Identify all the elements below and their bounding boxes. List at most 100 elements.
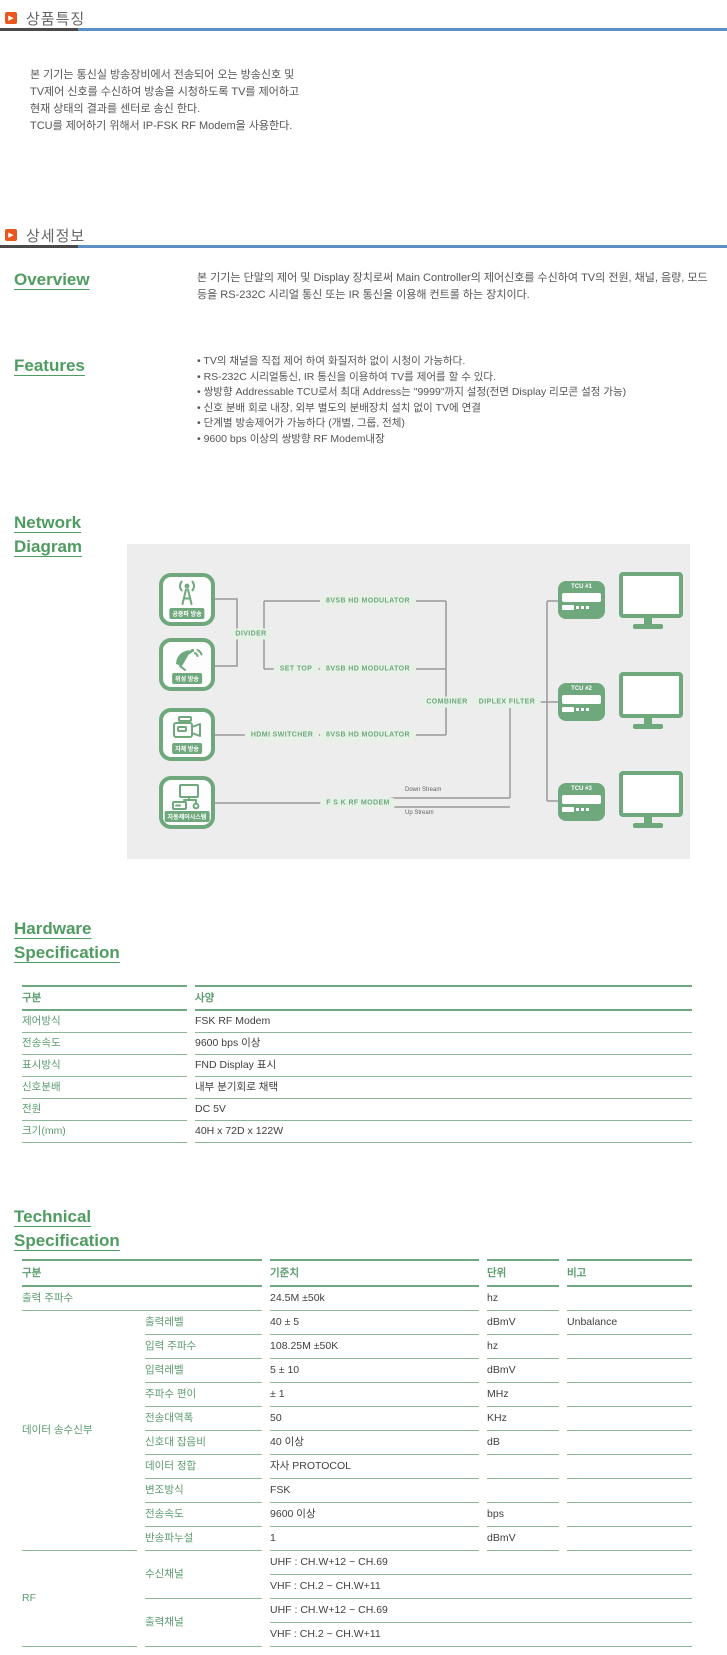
feature-item: 단계별 방송제어가 가능하다 (개별, 그룹, 전체)	[197, 416, 727, 432]
table-header-row: 구분 사양	[22, 985, 692, 1011]
technical-heading-line1: Technical	[14, 1207, 92, 1226]
row-unit: MHz	[487, 1383, 560, 1407]
network-diagram-section: Network Diagram	[0, 511, 727, 859]
table-row: 전원 DC 5V	[22, 1099, 692, 1121]
paragraph-line: 현재 상태의 결과를 센터로 송신 한다.	[30, 103, 201, 115]
table-row: VHF : CH.2 ~ CH.W+11	[22, 1623, 692, 1647]
row-value: FSK	[270, 1479, 480, 1503]
row-value: DC 5V	[195, 1099, 692, 1121]
row-unit	[487, 1479, 560, 1503]
row-value: FND Display 표시	[195, 1055, 692, 1077]
row-label: 출력 주파수	[22, 1287, 263, 1311]
source-label: 공중파 방송	[169, 608, 205, 619]
monitor-stand	[644, 817, 652, 823]
row-label: 전송속도	[145, 1503, 263, 1527]
divider-label: DIVIDER	[229, 628, 273, 640]
hdmi-switcher-label: HDMI SWITCHER	[244, 729, 320, 741]
row-value: 40 이상	[270, 1431, 480, 1455]
overview-heading: Overview	[0, 268, 197, 304]
table-row: 주파수 편이 ± 1 MHz	[22, 1383, 692, 1407]
monitor-stand	[644, 718, 652, 724]
up-stream-label: Up Stream	[405, 810, 434, 816]
combiner-label: COMBINER	[420, 696, 474, 708]
features-heading-text: Features	[14, 356, 85, 375]
source-label: 자동제어시스템	[164, 811, 210, 822]
row-label: 표시방식	[22, 1055, 187, 1077]
column-header: 비고	[567, 1259, 692, 1287]
features-section: Features TV의 채널을 직접 제어 하여 화질저하 없이 시청이 가능…	[0, 354, 727, 447]
tcu-device-2: TCU #2	[558, 683, 605, 721]
row-unit: dBmV	[487, 1311, 560, 1335]
row-remark	[567, 1287, 692, 1311]
technical-heading-line2: Specification	[14, 1231, 120, 1250]
feature-item: 신호 분배 회로 내장, 외부 별도의 분배장치 설치 없이 TV에 연결	[197, 401, 727, 417]
row-unit	[487, 1455, 560, 1479]
monitor-base	[633, 823, 663, 828]
table-row: 입력레벨 5 ± 10 dBmV	[22, 1359, 692, 1383]
row-value: 108.25M ±50K	[270, 1335, 480, 1359]
tv-monitor-3	[619, 771, 683, 828]
row-value: 40 ± 5	[270, 1311, 480, 1335]
set-top-label: SET TOP	[273, 663, 319, 675]
fsk-rf-modem-label: F S K RF MODEM	[320, 797, 396, 809]
source-box-auto-control: 자동제어시스템	[159, 776, 215, 829]
row-label: 전원	[22, 1099, 187, 1121]
row-value: 50	[270, 1407, 480, 1431]
row-value: 24.5M ±50k	[270, 1287, 480, 1311]
network-heading: Network Diagram	[0, 511, 127, 859]
monitor-screen	[619, 572, 683, 618]
hardware-spec-heading: Hardware Specification	[0, 917, 727, 965]
row-label: 입력 주파수	[145, 1335, 263, 1359]
row-unit: bps	[487, 1503, 560, 1527]
tcu-label: TCU #1	[571, 584, 592, 590]
source-box-local: 자체 방송	[159, 708, 215, 761]
tcu-controls	[562, 707, 601, 712]
feature-item: TV의 채널을 직접 제어 하여 화질저하 없이 시청이 가능하다.	[197, 354, 727, 370]
table-row: 출력 주파수 24.5M ±50k hz	[22, 1287, 692, 1311]
row-value: 40H x 72D x 122W	[195, 1121, 692, 1143]
tcu-controls	[562, 605, 601, 610]
row-label: 출력레벨	[145, 1311, 263, 1335]
row-remark	[567, 1431, 692, 1455]
paragraph-line: TCU를 제어하기 위해서 IP-FSK RF Modem을 사용한다.	[30, 120, 293, 132]
table-row: 출력채널 UHF : CH.W+12 ~ CH.69	[22, 1599, 692, 1647]
row-label: 입력레벨	[145, 1359, 263, 1383]
overview-text: 본 기기는 단말의 제어 및 Display 장치로써 Main Control…	[197, 272, 708, 301]
row-remark: Unbalance	[567, 1311, 692, 1335]
tcu-display	[562, 795, 601, 804]
section-divider-line	[0, 245, 727, 248]
table-row: 표시방식 FND Display 표시	[22, 1055, 692, 1077]
section-title: 상품특징	[26, 10, 86, 28]
tcu-label: TCU #2	[571, 686, 592, 692]
row-value: ± 1	[270, 1383, 480, 1407]
row-unit: dBmV	[487, 1527, 560, 1551]
row-label: 데이터 정합	[145, 1455, 263, 1479]
row-value: 5 ± 10	[270, 1359, 480, 1383]
table-row: 입력 주파수 108.25M ±50K hz	[22, 1335, 692, 1359]
row-label: 신호분배	[22, 1077, 187, 1099]
tv-monitor-1	[619, 572, 683, 629]
row-value: UHF : CH.W+12 ~ CH.69	[270, 1599, 692, 1623]
monitor-screen	[619, 771, 683, 817]
tcu-display	[562, 593, 601, 602]
row-label: 출력채널	[145, 1599, 263, 1647]
row-value: 자사 PROTOCOL	[270, 1455, 480, 1479]
monitor-screen	[619, 672, 683, 718]
tcu-controls	[562, 807, 601, 812]
group-label: RF	[22, 1551, 137, 1647]
row-remark	[567, 1407, 692, 1431]
source-label: 자체 방송	[172, 743, 202, 754]
intro-paragraph: 본 기기는 통신실 방송장비에서 전송되어 오는 방송신호 및 TV제어 신호를…	[30, 67, 727, 135]
broadcast-antenna-icon	[179, 580, 195, 605]
network-heading-line2: Diagram	[14, 537, 83, 556]
row-value: 9600 bps 이상	[195, 1033, 692, 1055]
row-remark	[567, 1479, 692, 1503]
technical-spec-heading: Technical Specification	[0, 1205, 727, 1253]
technical-spec-table: 구분 기준치 단위 비고 출력 주파수 24.5M ±50k hz 데이터 송수…	[14, 1259, 700, 1647]
row-label: 신호대 잡음비	[145, 1431, 263, 1455]
